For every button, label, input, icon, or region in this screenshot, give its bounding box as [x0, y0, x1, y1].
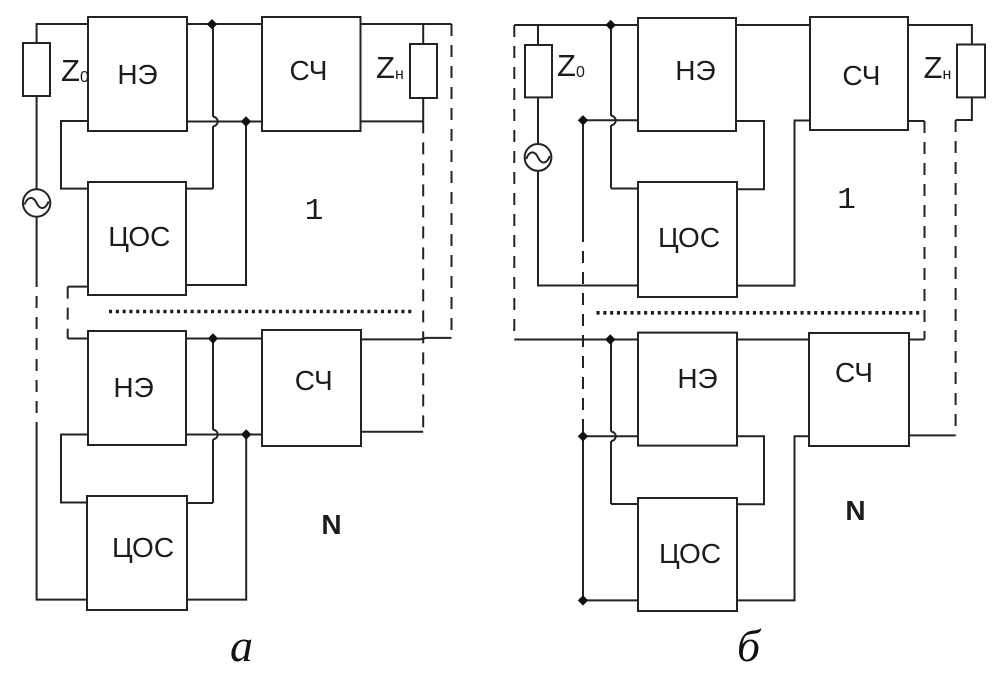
svg-text:N: N: [321, 509, 341, 540]
svg-text:Zн: Zн: [376, 50, 404, 85]
svg-text:НЭ: НЭ: [677, 363, 717, 394]
svg-text:НЭ: НЭ: [675, 55, 715, 86]
svg-text:НЭ: НЭ: [117, 59, 157, 90]
svg-text:Z0: Z0: [61, 53, 89, 88]
svg-text:1: 1: [837, 183, 856, 218]
svg-text:Z0: Z0: [557, 48, 585, 83]
svg-text:ЦОС: ЦОС: [112, 532, 174, 563]
svg-text:N: N: [845, 495, 865, 526]
svg-text:СЧ: СЧ: [295, 365, 333, 396]
svg-text:СЧ: СЧ: [842, 60, 880, 91]
svg-text:ЦОС: ЦОС: [659, 538, 721, 569]
svg-text:1: 1: [305, 194, 324, 229]
svg-text:СЧ: СЧ: [835, 357, 873, 388]
svg-text:НЭ: НЭ: [113, 372, 153, 403]
svg-text:б: б: [737, 620, 762, 671]
svg-text:ЦОС: ЦОС: [658, 222, 720, 253]
svg-text:СЧ: СЧ: [290, 55, 328, 86]
svg-text:а: а: [230, 620, 253, 671]
svg-text:ЦОС: ЦОС: [108, 221, 170, 252]
svg-text:Zн: Zн: [924, 50, 952, 85]
